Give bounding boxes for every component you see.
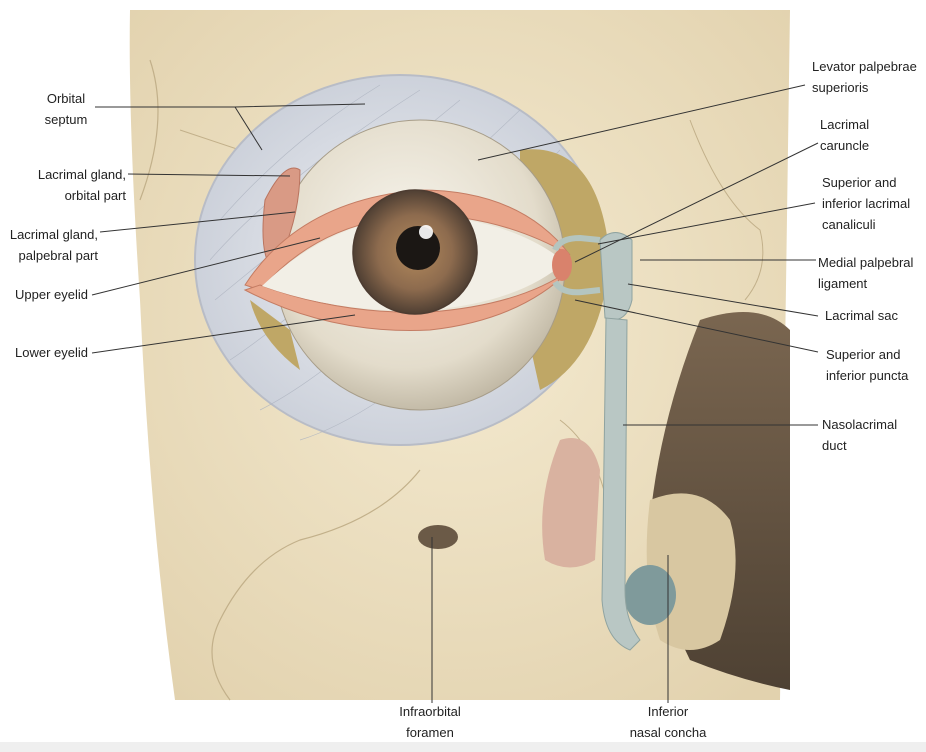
label-lacrimal-gland-orbital: Lacrimal gland, orbital part — [37, 167, 126, 203]
label-lacrimal-canaliculi: Superior and inferior lacrimal canalicul… — [822, 175, 911, 232]
footer-strip — [0, 742, 926, 752]
leader-gland-orbital — [127, 173, 291, 177]
label-lacrimal-puncta: Superior and inferior puncta — [826, 347, 909, 383]
leader-levator — [477, 84, 806, 161]
label-lacrimal-caruncle: Lacrimal caruncle — [820, 117, 870, 153]
bone-suture — [211, 469, 421, 701]
nasolacrimal-duct-shape — [601, 317, 641, 651]
label-nasolacrimal-duct: Nasolacrimal duct — [822, 417, 898, 453]
label-upper-eyelid: Upper eyelid — [15, 287, 88, 302]
label-infraorbital-foramen: Infraorbital foramen — [399, 704, 461, 740]
pupil-highlight — [419, 225, 433, 239]
leader-caruncle — [574, 142, 819, 263]
leader-lacrimal-sac — [627, 283, 819, 317]
canaliculi-shape — [552, 234, 601, 252]
upper-eyelid-shape — [244, 189, 571, 291]
bone-suture — [689, 119, 764, 301]
concha-opening — [624, 565, 676, 625]
bone-suture — [139, 59, 159, 201]
label-lacrimal-sac: Lacrimal sac — [825, 308, 898, 323]
leader-canaliculi — [597, 202, 816, 245]
lacrimal-caruncle-shape — [552, 249, 572, 281]
canaliculi-shape — [552, 280, 601, 296]
leader-orbital-septum-2 — [234, 106, 263, 151]
label-levator-palpebrae: Levator palpebrae superioris — [812, 59, 917, 95]
pupil — [396, 226, 440, 270]
label-lower-eyelid: Lower eyelid — [15, 345, 88, 360]
infraorbital-foramen-shape — [418, 525, 458, 549]
mucosa-region — [542, 438, 600, 568]
lacrimal-gland — [262, 167, 301, 271]
orbital-fat — [250, 300, 300, 370]
leader-lines — [91, 84, 819, 703]
label-orbital-septum: Orbital septum — [44, 91, 88, 127]
leader-puncta — [574, 299, 819, 353]
leader-gland-palpebral — [99, 211, 296, 233]
leader-upper-eyelid — [91, 237, 321, 296]
leader-lower-eyelid — [91, 314, 356, 354]
label-inferior-nasal-concha: Inferior nasal concha — [629, 704, 707, 740]
label-medial-palpebral-ligament: Medial palpebral ligament — [818, 255, 914, 291]
label-lacrimal-gland-palpebral: Lacrimal gland, palpebral part — [9, 227, 98, 263]
